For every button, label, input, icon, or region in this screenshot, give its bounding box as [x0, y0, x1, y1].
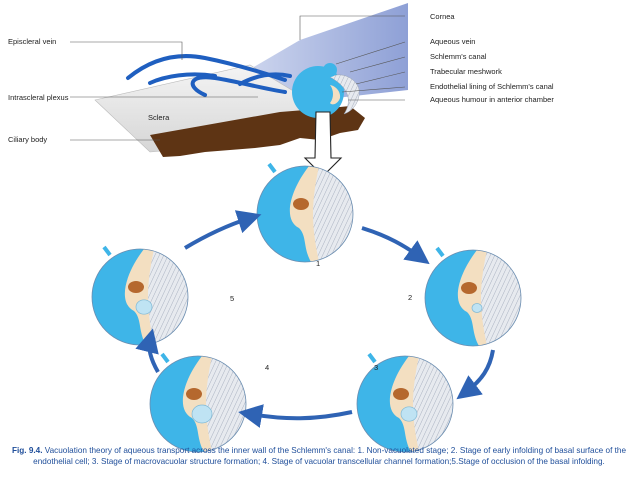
- vacuole: [191, 404, 213, 424]
- label-endothelial-lining: Endothelial lining of Schlemm's canal: [430, 82, 554, 91]
- cell-nucleus: [293, 198, 309, 210]
- vacuolation-cycle: 1 2 3 4 5: [91, 162, 522, 453]
- stage-1-panel: 1: [256, 162, 354, 268]
- stage-3-panel: 3: [356, 352, 454, 453]
- trabecular-tissue: [145, 249, 188, 345]
- stage-outline: [356, 355, 454, 453]
- endothelial-cell: [124, 249, 154, 345]
- anatomy-labels: Cornea Episcleral vein Aqueous vein Schl…: [8, 12, 554, 144]
- caption-text: Vacuolation theory of aqueous transport …: [33, 446, 626, 466]
- cell-nucleus: [186, 388, 202, 400]
- stage-5-number: 5: [230, 294, 234, 303]
- stage-3-number: 3: [374, 363, 378, 372]
- stage-1-number: 1: [316, 259, 320, 268]
- trabecular-meshwork: [329, 74, 360, 115]
- vacuole: [471, 303, 483, 313]
- trabecular-tissue: [478, 250, 521, 346]
- arrow-5-to-1: [183, 210, 262, 250]
- vein-stub: [102, 245, 112, 257]
- label-ciliary-body: Ciliary body: [8, 135, 47, 144]
- cell-nucleus: [393, 388, 409, 400]
- stage-2-panel: 2: [408, 246, 522, 347]
- leader-lines: [70, 15, 406, 141]
- cell-nucleus: [128, 281, 144, 293]
- vein-stub: [435, 246, 445, 258]
- label-trabecular-meshwork: Trabecular meshwork: [430, 67, 502, 76]
- endothelial-cell: [182, 356, 212, 452]
- trabecular-tissue: [310, 166, 353, 262]
- arrow-1-to-2: [361, 226, 430, 265]
- figure-caption: Fig. 9.4. Vacuolation theory of aqueous …: [8, 446, 630, 467]
- arrow-2-to-3: [456, 349, 495, 400]
- label-aqueous-vein: Aqueous vein: [430, 37, 475, 46]
- anatomy-illustration: [94, 3, 408, 177]
- label-cornea: Cornea: [430, 12, 455, 21]
- vein-stub: [367, 352, 377, 364]
- ciliary-body: [150, 106, 365, 157]
- aqueous-vein: [323, 63, 337, 77]
- zoom-arrow: [303, 111, 343, 177]
- arrow-3-to-4: [238, 404, 353, 428]
- label-aqueous-humour: Aqueous humour in anterior chamber: [430, 95, 554, 104]
- stage-4-number: 4: [265, 363, 269, 372]
- cell-nucleus: [461, 282, 477, 294]
- label-intrascleral-plexus: Intrascleral plexus: [8, 93, 69, 102]
- caption-figure-number: Fig. 9.4.: [12, 446, 43, 455]
- vein-stub: [267, 162, 277, 174]
- vacuole: [135, 299, 153, 315]
- stage-4-panel: 4: [149, 352, 269, 453]
- endothelial-cell: [289, 166, 319, 262]
- stage-outline: [424, 249, 522, 347]
- arrow-4-to-5: [135, 328, 160, 373]
- schlemms-canal: [292, 66, 344, 118]
- vacuole: [400, 406, 418, 422]
- endothelial-cell: [389, 356, 419, 452]
- stage-5-panel: 5: [91, 245, 234, 346]
- trabecular-tissue: [203, 356, 246, 452]
- label-schlemms-canal: Schlemm's canal: [430, 52, 487, 61]
- trabecular-tissue: [410, 356, 453, 452]
- endothelial-cell: [457, 250, 487, 346]
- label-episcleral-vein: Episcleral vein: [8, 37, 56, 46]
- stage-2-number: 2: [408, 293, 412, 302]
- endothelial-lining: [330, 85, 341, 105]
- episcleral-vein: [126, 54, 292, 97]
- stage-outline: [149, 355, 247, 453]
- label-sclera: Sclera: [148, 113, 170, 122]
- vein-stub: [160, 352, 170, 364]
